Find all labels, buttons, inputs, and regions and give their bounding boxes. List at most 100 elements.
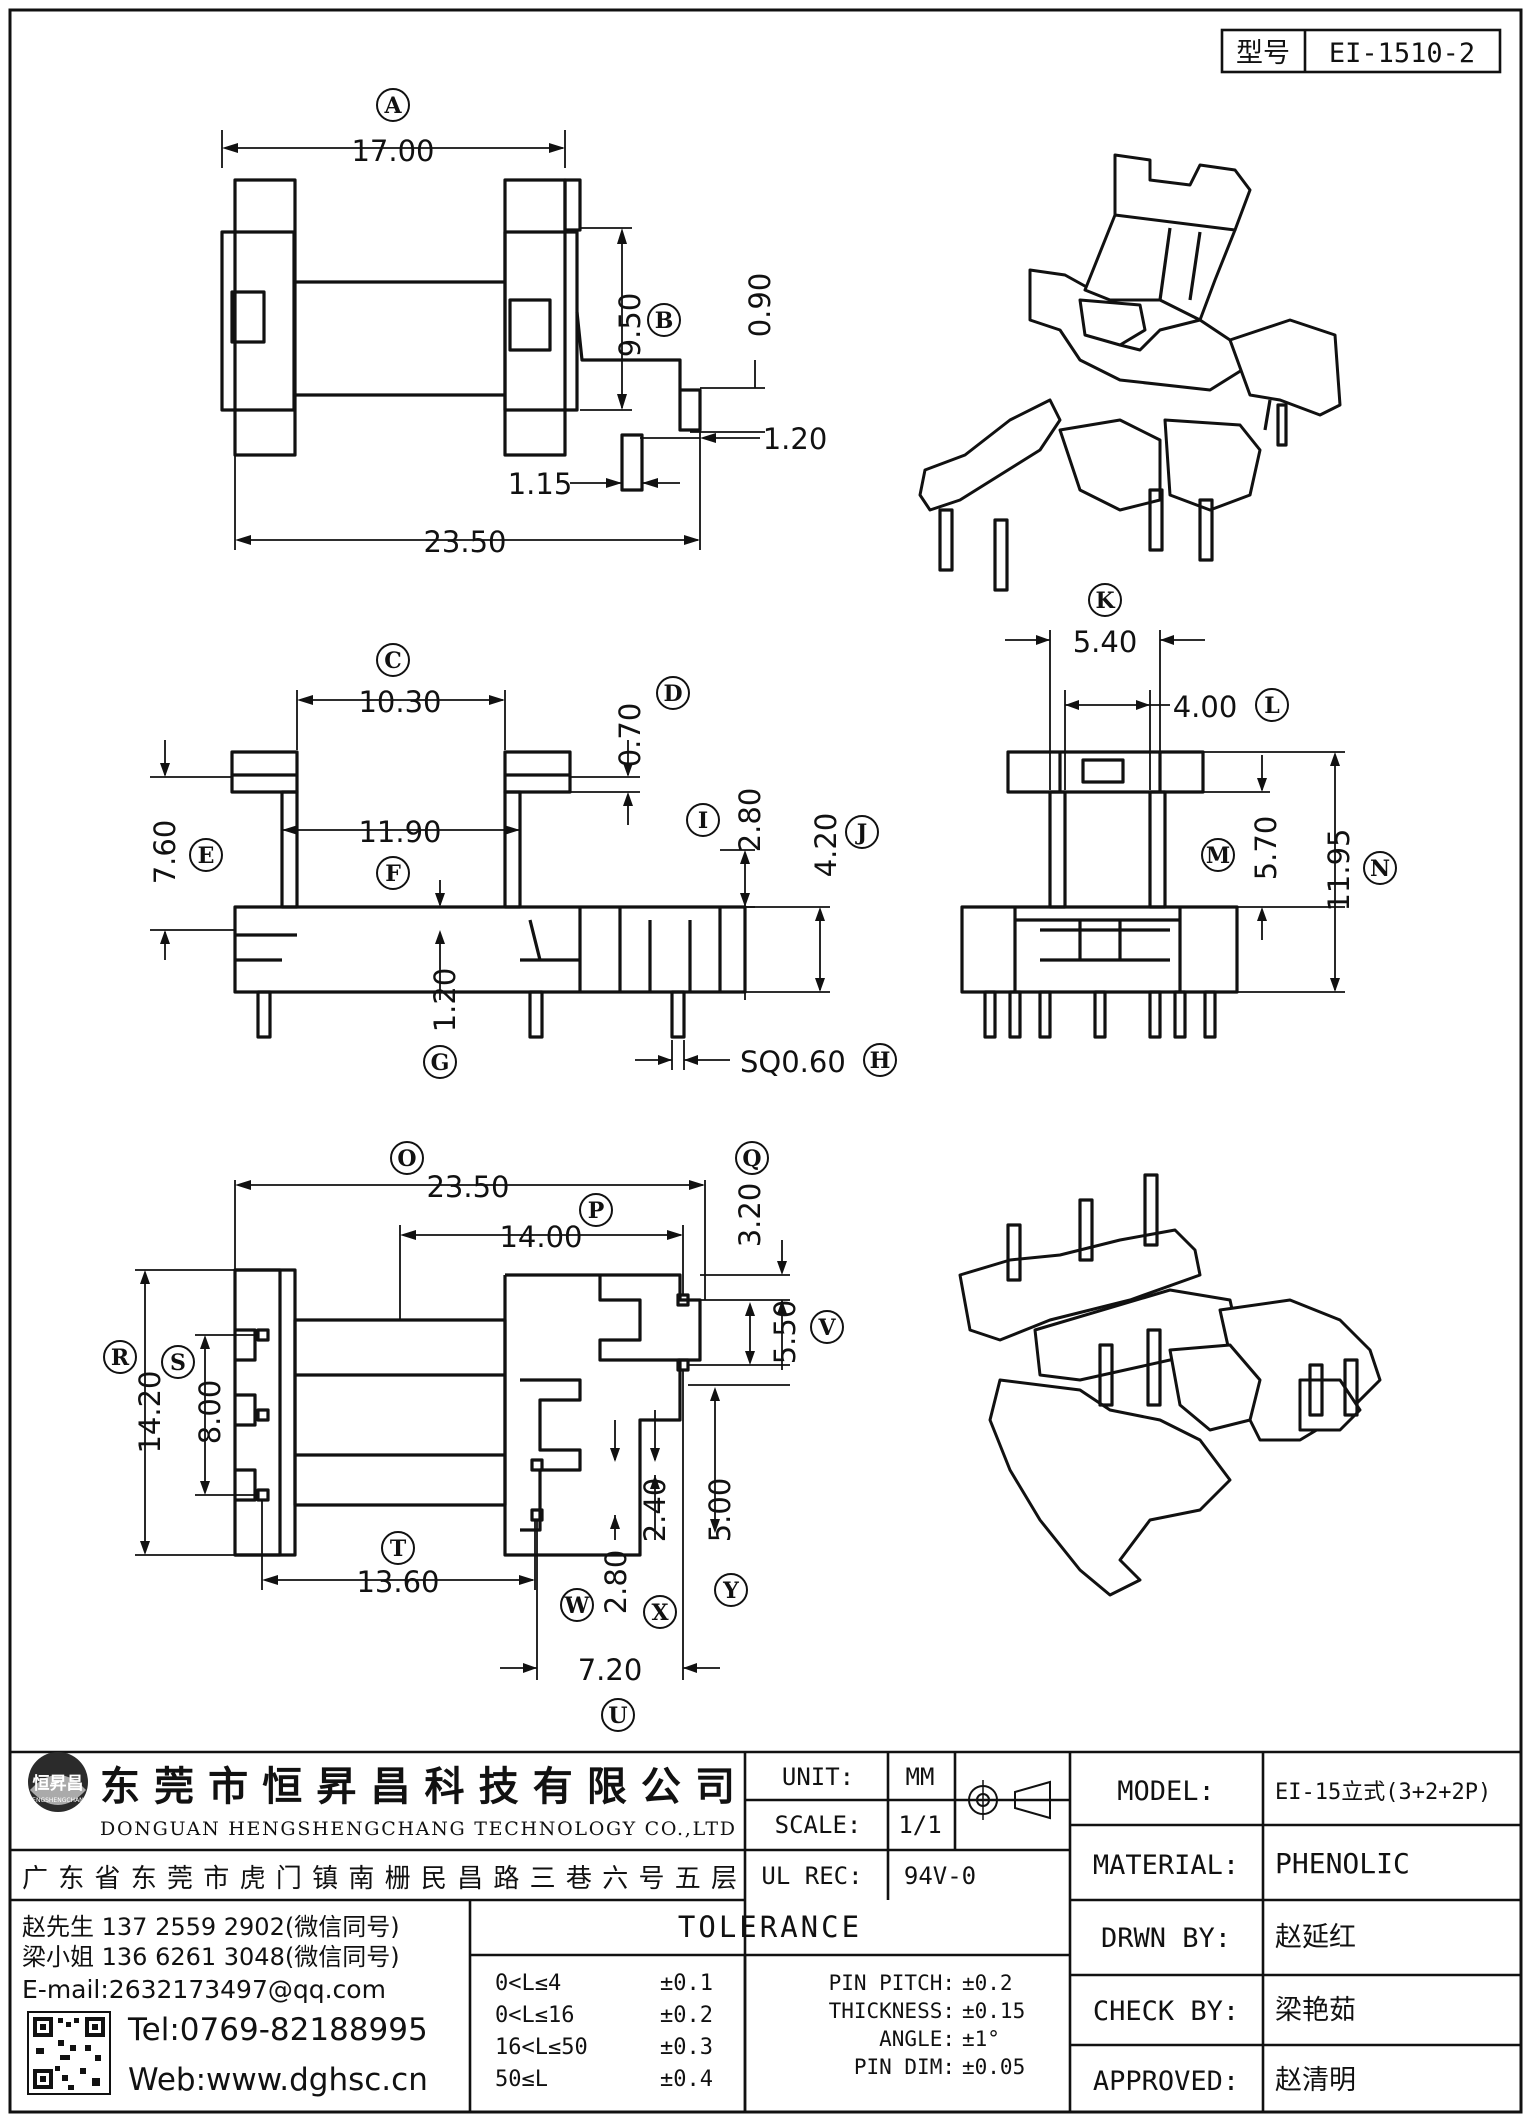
dim-N-value: 11.95: [1322, 828, 1356, 911]
tolerance-range-2: 0<L≤16: [495, 2003, 574, 2028]
dim-M-value: 5.70: [1249, 816, 1283, 881]
tolerance-value-2: ±0.2: [660, 2003, 713, 2028]
ul-value: 94V-0: [904, 1862, 976, 1890]
contact-2: 梁小姐 136 6261 3048(微信同号): [22, 1943, 400, 1971]
sheet-border: [8, 8, 1523, 2114]
part-number: EI-1510-2: [1329, 38, 1475, 69]
letter-S: S: [161, 1345, 195, 1379]
front-view: 10.30 0.70 7.60 11.90 1.20 SQ0.60 2.80: [148, 685, 846, 1079]
tolerance-value-1: ±0.1: [660, 1971, 713, 1996]
svg-text:恒昇昌: 恒昇昌: [33, 1773, 84, 1794]
dim-A-value: 17.00: [351, 134, 434, 168]
dim-R-value: 14.20: [133, 1370, 167, 1453]
letter-Y: Y: [714, 1573, 748, 1607]
dim-B-pin-value: 1.20: [763, 422, 828, 456]
letter-I: I: [686, 803, 720, 837]
tolerance-value-3: ±0.3: [660, 2035, 713, 2060]
dim-E-value: 7.60: [148, 820, 182, 885]
dim-B-small-value: 0.90: [743, 273, 777, 338]
letter-M: M: [1201, 838, 1235, 872]
dim-U-value: 7.20: [578, 1653, 643, 1687]
letter-J: J: [845, 815, 879, 849]
side-view: 5.40 4.00 5.70 11.95: [960, 625, 1356, 1039]
svg-text:R: R: [111, 1345, 130, 1371]
svg-text:T: T: [390, 1536, 407, 1562]
material-label: MATERIAL:: [1093, 1850, 1239, 1881]
dim-F-value: 11.90: [358, 815, 441, 849]
svg-text:W: W: [564, 1593, 590, 1619]
top-view: 17.00 9.50 0.90 1.20 1.15 23.50: [220, 130, 828, 559]
letter-W: W: [560, 1588, 594, 1622]
svg-text:HENGSHENGCHANG: HENGSHENGCHANG: [28, 1797, 89, 1804]
letter-P: P: [579, 1193, 613, 1227]
svg-text:O: O: [397, 1146, 416, 1172]
letter-X: X: [643, 1595, 677, 1629]
dim-S-value: 8.00: [193, 1380, 227, 1445]
company-address: 广东省东莞市虎门镇南栅民昌路三巷六号五层: [22, 1864, 737, 1894]
letter-C: C: [376, 643, 410, 677]
dim-G-value: 1.20: [428, 968, 462, 1033]
spec-value-3: ±1°: [962, 2027, 1000, 2051]
spec-value-4: ±0.05: [962, 2055, 1025, 2079]
spec-label-2: THICKNESS:: [829, 1999, 955, 2023]
svg-text:I: I: [698, 808, 708, 834]
letter-R: R: [103, 1340, 137, 1374]
spec-label-1: PIN PITCH:: [829, 1971, 955, 1995]
spec-value-1: ±0.2: [962, 1971, 1013, 1995]
projection-symbol-icon: [963, 1780, 1051, 1820]
part-number-box: 型号 EI-1510-2: [1220, 28, 1502, 74]
dim-X-value: 2.40: [638, 1478, 672, 1543]
dim-C-value: 10.30: [358, 685, 441, 719]
company-logo: 恒昇昌 HENGSHENGCHANG: [28, 1752, 89, 1812]
unit-value: MM: [906, 1763, 935, 1791]
tel: Tel:0769-82188995: [127, 2012, 428, 2048]
svg-text:Q: Q: [742, 1146, 761, 1172]
letter-U: U: [601, 1698, 635, 1732]
svg-text:L: L: [1264, 693, 1279, 719]
dim-B-gap-value: 1.15: [508, 467, 573, 501]
part-label: 型号: [1236, 38, 1290, 69]
check-value: 梁艳茹: [1275, 1995, 1356, 2026]
spec-value-2: ±0.15: [962, 1999, 1025, 2023]
letter-V: V: [810, 1310, 844, 1344]
circled-letter-labels: A B C D E F G H I J K L M N O P Q R S T …: [103, 88, 1397, 1732]
dim-Y-value: 5.00: [703, 1478, 737, 1543]
approved-value: 赵清明: [1275, 2065, 1356, 2096]
letter-G: G: [423, 1045, 457, 1079]
dim-L-value: 4.00: [1173, 690, 1238, 724]
email: E-mail:2632173497@qq.com: [22, 1975, 386, 2004]
letter-Q: Q: [735, 1141, 769, 1175]
qr-code: [27, 2011, 111, 2095]
svg-text:A: A: [383, 93, 402, 119]
company-name-cn: 东莞市恒昇昌科技有限公司: [100, 1764, 735, 1810]
svg-text:H: H: [870, 1048, 891, 1074]
svg-text:U: U: [608, 1703, 627, 1729]
svg-text:G: G: [431, 1050, 450, 1076]
drawn-value: 赵延红: [1275, 1922, 1356, 1953]
dim-W-value: 2.80: [599, 1550, 633, 1615]
dim-K-value: 5.40: [1073, 625, 1138, 659]
scale-value: 1/1: [898, 1811, 941, 1839]
spec-label-4: PIN DIM:: [854, 2055, 955, 2079]
letter-D: D: [656, 676, 690, 710]
title-block: 恒昇昌 HENGSHENGCHANG 东莞市恒昇昌科技有限公司 DONGUAN …: [10, 1750, 1521, 2112]
web: Web:www.dghsc.cn: [128, 2062, 428, 2098]
svg-text:J: J: [855, 820, 867, 846]
dim-P-value: 14.00: [499, 1220, 582, 1254]
model-label: MODEL:: [1117, 1776, 1215, 1807]
dim-B-value: 9.50: [613, 293, 647, 358]
drawn-label: DRWN BY:: [1101, 1923, 1231, 1954]
svg-text:X: X: [651, 1600, 669, 1626]
ul-label: UL REC:: [761, 1862, 862, 1890]
svg-text:P: P: [588, 1198, 605, 1224]
letter-N: N: [1363, 851, 1397, 885]
svg-text:E: E: [198, 843, 215, 869]
svg-text:N: N: [1370, 856, 1390, 882]
dim-B-total-value: 23.50: [423, 525, 506, 559]
dim-Q-value: 3.20: [733, 1183, 767, 1248]
iso-view-top: [918, 153, 1342, 592]
unit-label: UNIT:: [782, 1763, 854, 1791]
dim-J-value: 4.20: [809, 813, 843, 878]
letter-O: O: [390, 1141, 424, 1175]
